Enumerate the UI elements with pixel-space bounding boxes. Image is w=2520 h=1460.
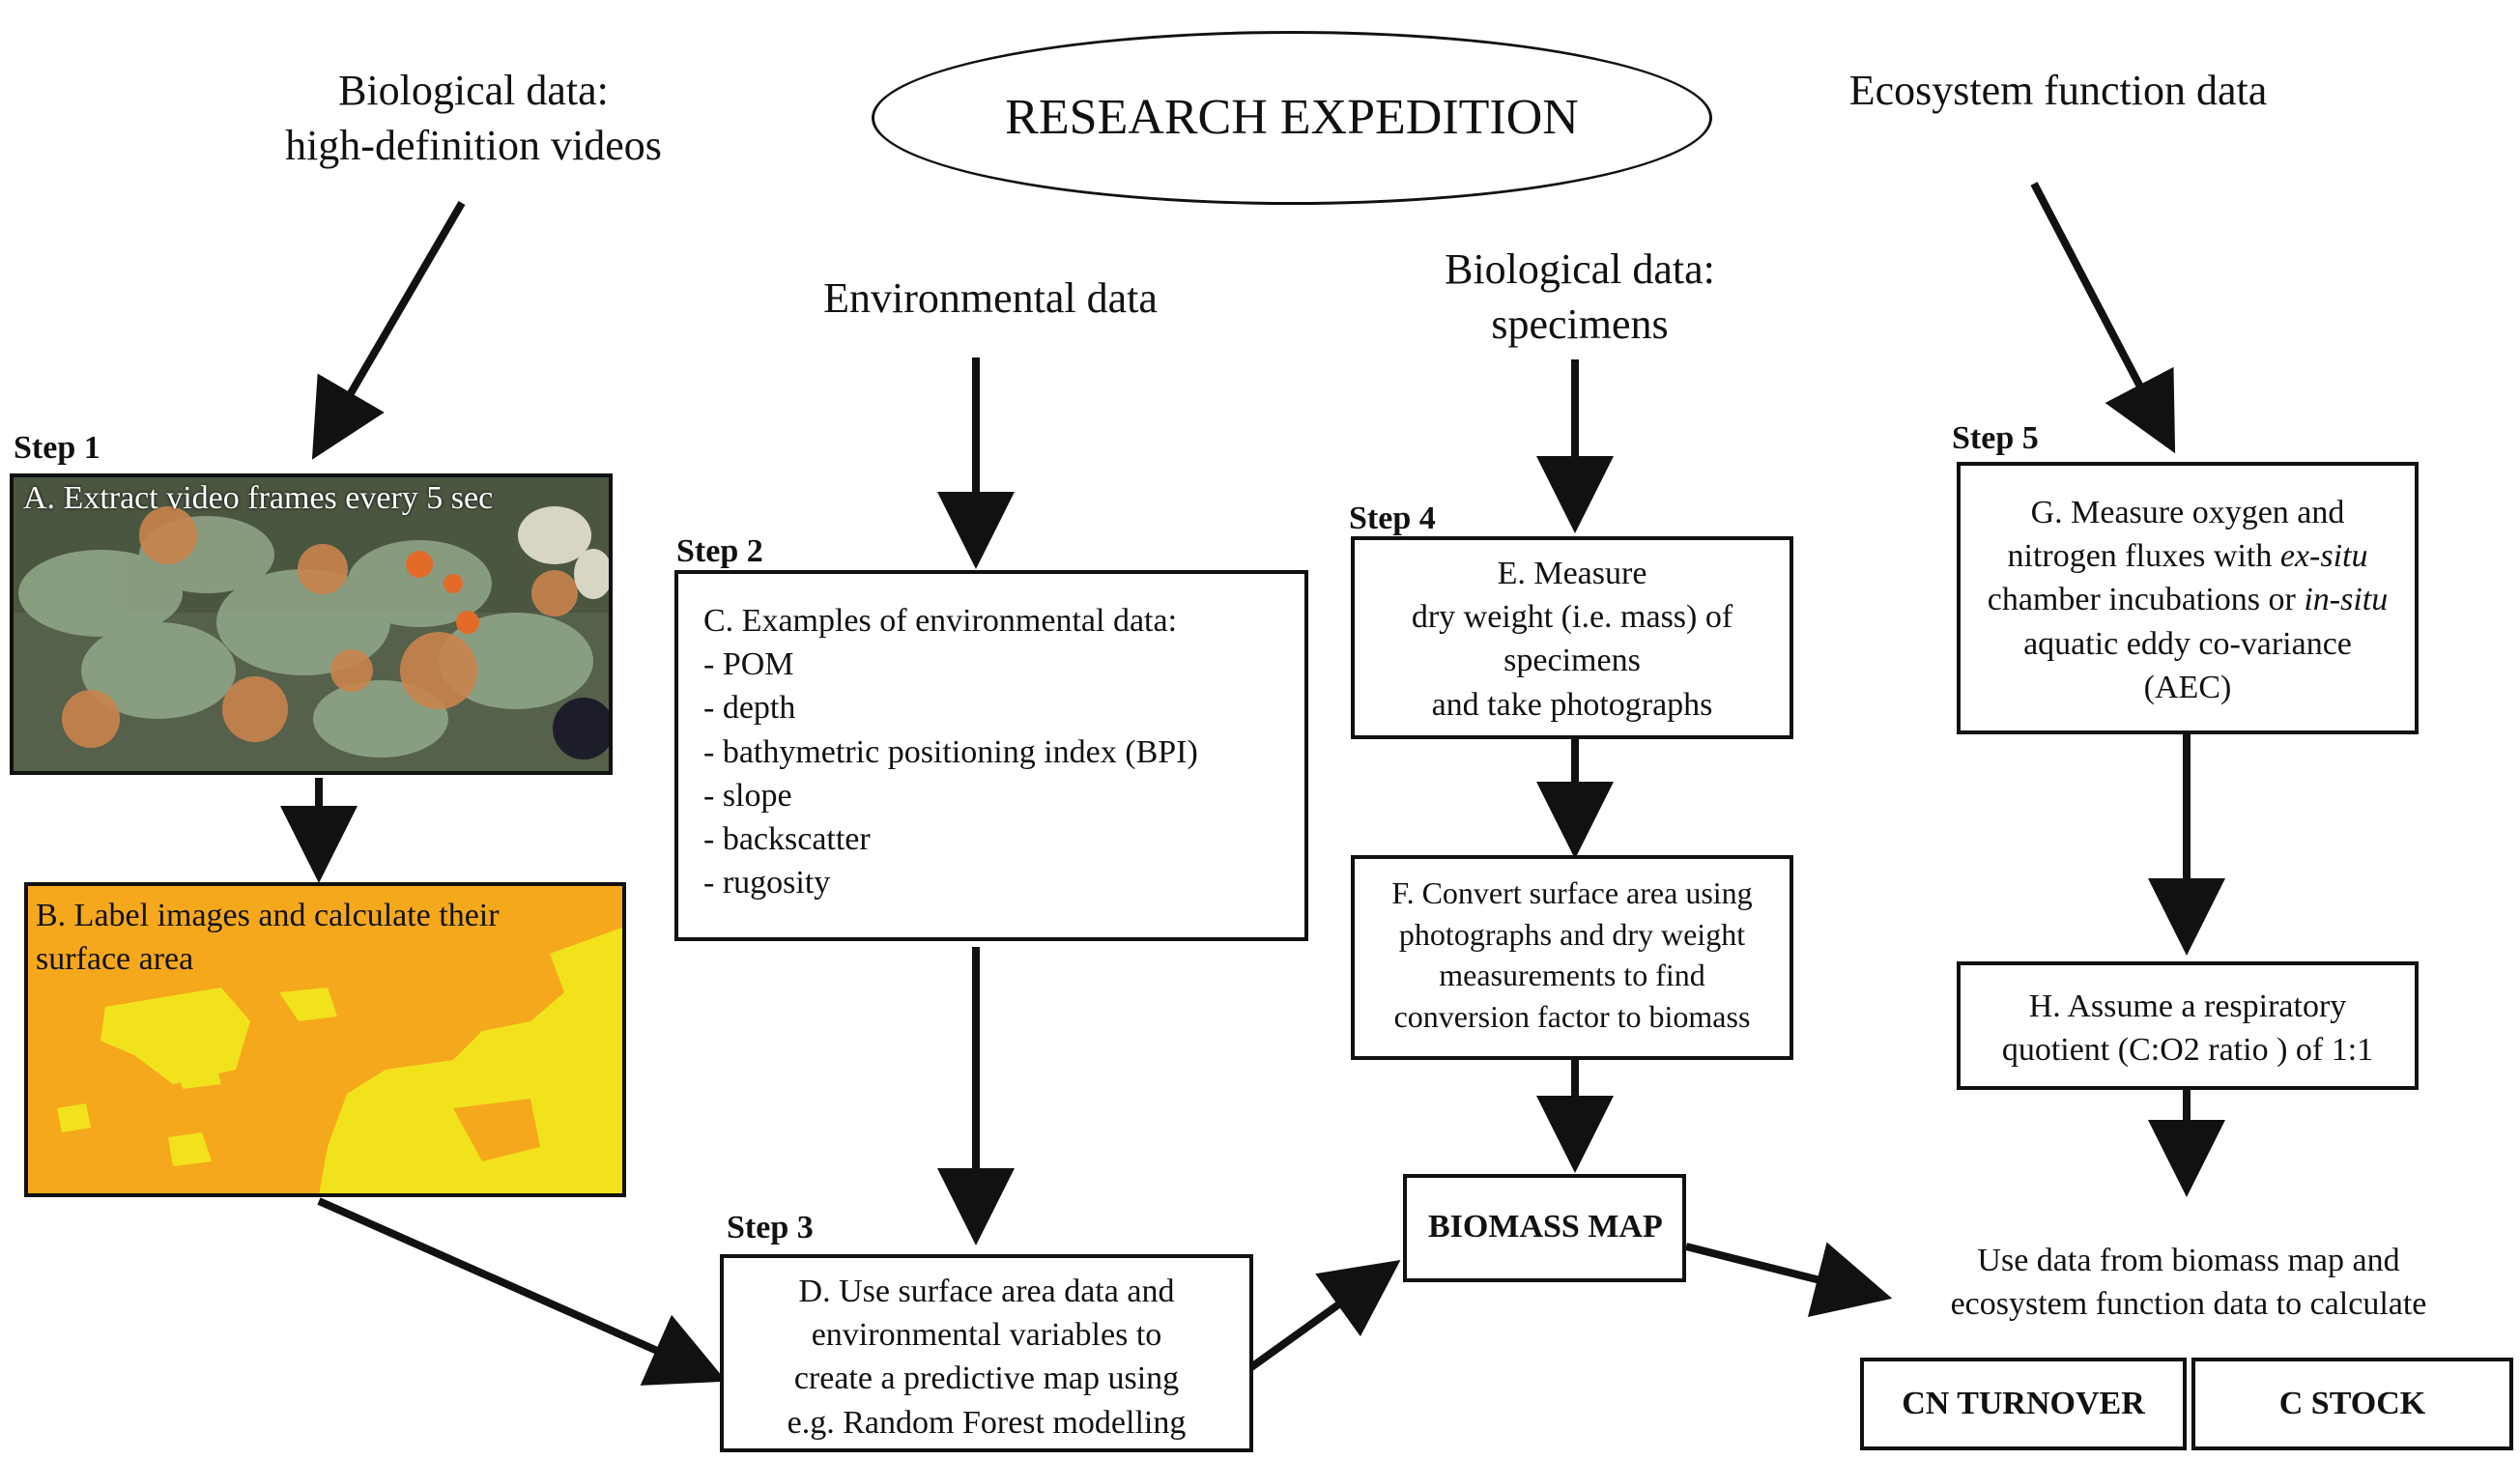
arrow-b-to-d — [317, 1197, 727, 1386]
box-g-line1: G. Measure oxygen and — [2030, 495, 2345, 530]
arrow-biomass-to-final — [1685, 1242, 1893, 1318]
box-h-line2: quotient (C:O2 ratio ) of 1:1 — [2001, 1032, 2374, 1069]
step3-label: Step 3 — [727, 1210, 814, 1245]
box-c: C. Examples of environmental data: - POM… — [674, 570, 1308, 941]
env-item-bpi: - bathymetric positioning index (BPI) — [703, 733, 1198, 770]
box-d: D. Use surface area data and environment… — [720, 1254, 1253, 1452]
coral-reef-photo — [14, 477, 609, 771]
box-f: F. Convert surface area using photograph… — [1351, 855, 1793, 1060]
box-g-ex-situ: ex-situ — [2279, 538, 2368, 575]
box-c-title: C. Examples of environmental data: — [703, 603, 1178, 639]
arrow-ecosystem-to-step5 — [2030, 182, 2176, 454]
step5-label: Step 5 — [1952, 420, 2039, 456]
biomass-map-box: BIOMASS MAP — [1403, 1174, 1686, 1282]
box-g-line3: chamber incubations or in-situ — [1961, 578, 2415, 621]
c-stock-label: C STOCK — [2278, 1386, 2426, 1422]
box-g: G. Measure oxygen and nitrogen fluxes wi… — [1957, 462, 2419, 734]
box-d-line1: D. Use surface area data and — [798, 1274, 1175, 1309]
box-b-line2: surface area — [36, 941, 194, 978]
box-g-line2: nitrogen fluxes with ex-situ — [1961, 534, 2415, 578]
env-item-depth: - depth — [703, 690, 796, 727]
env-item-backscatter: - backscatter — [703, 821, 871, 858]
box-e-line1: E. Measure — [1497, 556, 1647, 591]
video-frame-image: A. Extract video frames every 5 sec — [10, 473, 613, 775]
final-line2: ecosystem function data to calculate — [1950, 1286, 2427, 1323]
box-g-line4: aquatic eddy co-variance — [2023, 625, 2352, 662]
env-item-slope: - slope — [703, 777, 792, 814]
box-f-line1: F. Convert surface area using — [1391, 875, 1753, 910]
box-e: E. Measure dry weight (i.e. mass) of spe… — [1351, 536, 1793, 739]
box-e-line2: dry weight (i.e. mass) of — [1411, 599, 1733, 636]
box-h: H. Assume a respiratory quotient (C:O2 r… — [1957, 961, 2419, 1090]
source-videos-line2: high-definition videos — [285, 122, 662, 170]
box-h-line1: H. Assume a respiratory — [2028, 988, 2347, 1024]
arrow-d-to-biomass — [1248, 1259, 1401, 1371]
label-segmentation-image — [28, 886, 622, 1193]
step2-label: Step 2 — [676, 533, 763, 569]
source-specimens-line1: Biological data: — [1445, 245, 1715, 293]
cn-turnover-label: CN TURNOVER — [1902, 1386, 2145, 1422]
biomass-map-label: BIOMASS MAP — [1428, 1209, 1663, 1245]
source-specimens-line2: specimens — [1491, 301, 1669, 349]
box-e-line3: specimens — [1503, 643, 1641, 679]
label-image: B. Label images and calculate their surf… — [24, 882, 626, 1197]
box-g-line3a: chamber incubations or — [1987, 582, 2305, 618]
source-videos-line1: Biological data: — [338, 67, 609, 114]
source-environmental: Environmental data — [823, 274, 1158, 322]
cn-turnover-box: CN TURNOVER — [1860, 1358, 2187, 1450]
step1-label: Step 1 — [14, 430, 100, 466]
c-stock-box: C STOCK — [2191, 1358, 2513, 1450]
box-d-line3: create a predictive map using — [793, 1360, 1180, 1397]
arrow-videos-to-step1 — [311, 200, 466, 460]
box-f-line2: photographs and dry weight — [1398, 916, 1746, 952]
box-d-line4: e.g. Random Forest modelling — [787, 1404, 1187, 1441]
env-item-pom: - POM — [703, 646, 794, 683]
step4-label: Step 4 — [1349, 501, 1436, 536]
diagram-title: RESEARCH EXPEDITION — [1005, 90, 1579, 146]
box-g-in-situ: in-situ — [2304, 582, 2389, 618]
final-line1: Use data from biomass map and — [1977, 1243, 2400, 1278]
source-videos: Biological data: high-definition videos — [242, 63, 705, 173]
source-specimens: Biological data: specimens — [1391, 242, 1768, 352]
env-data-list: - POM - depth - bathymetric positioning … — [703, 643, 1304, 904]
box-b-line1: B. Label images and calculate their — [36, 898, 500, 933]
box-g-line5: (AEC) — [2143, 669, 2232, 705]
box-a-text: A. Extract video frames every 5 sec — [23, 480, 494, 516]
box-f-line3: measurements to find — [1439, 958, 1705, 993]
source-ecosystem: Ecosystem function data — [1848, 67, 2268, 114]
env-item-rugosity: - rugosity — [703, 865, 831, 902]
box-b-text: B. Label images and calculate their surf… — [36, 894, 500, 981]
final-instruction: Use data from biomass map and ecosystem … — [1870, 1239, 2507, 1326]
box-f-line4: conversion factor to biomass — [1393, 998, 1751, 1034]
box-e-line4: and take photographs — [1431, 686, 1713, 723]
research-expedition-ellipse: RESEARCH EXPEDITION — [872, 31, 1712, 205]
box-d-line2: environmental variables to — [811, 1317, 1162, 1354]
box-g-line2a: nitrogen fluxes with — [2007, 538, 2280, 575]
